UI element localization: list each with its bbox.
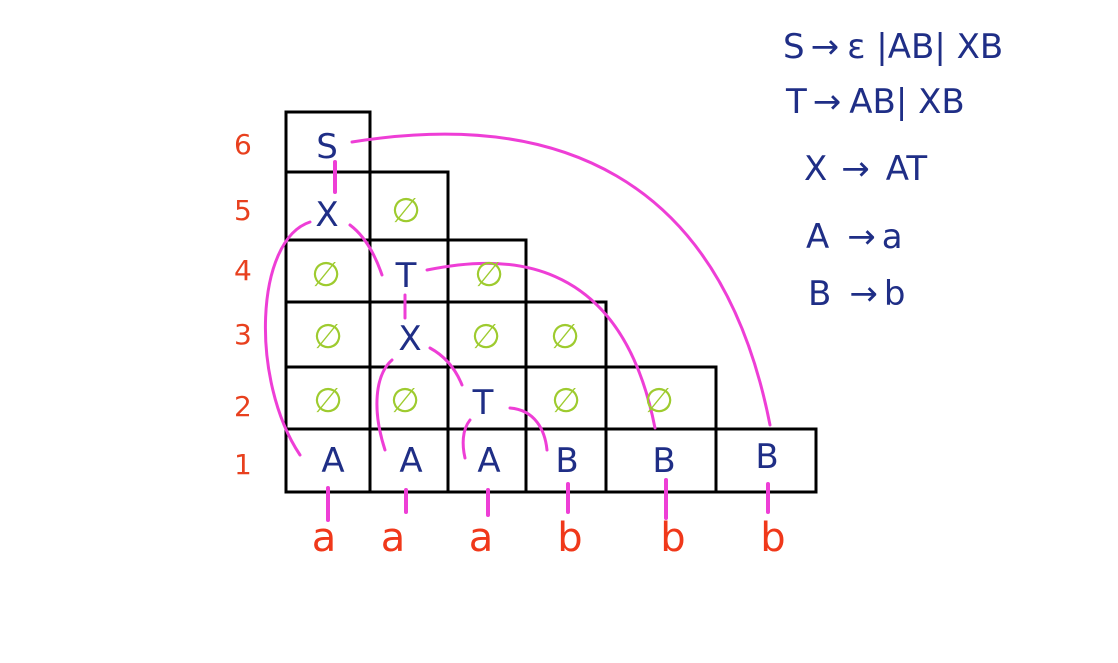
row-label-2: 2	[234, 390, 252, 423]
cell-5-1: X	[315, 195, 338, 235]
cell-3-4: ∅	[550, 317, 580, 357]
table-row-6: S	[316, 127, 338, 167]
rule-a: A→a	[806, 217, 903, 257]
input-char-1: a	[312, 515, 337, 561]
cell-5-2: ∅	[391, 191, 421, 231]
cell-1-3: A	[477, 441, 500, 481]
row-label-6: 6	[234, 128, 252, 161]
cell-1-2: A	[399, 441, 422, 481]
input-char-2: a	[381, 515, 406, 561]
cyk-table-grid	[284, 110, 818, 494]
cell-2-2: ∅	[390, 381, 420, 421]
input-char-5: b	[660, 515, 685, 561]
cell-4-1: ∅	[311, 255, 341, 295]
cell-1-5: B	[652, 441, 675, 481]
cell-4-2: T	[395, 256, 417, 296]
table-row-1: A A A B B B	[321, 437, 778, 481]
row-label-5: 5	[234, 194, 252, 227]
cell-1-4: B	[555, 441, 578, 481]
cell-3-2: X	[398, 319, 421, 359]
row-label-3: 3	[234, 318, 252, 351]
table-row-4: ∅ T ∅	[311, 255, 504, 296]
grammar-rules: S→ε |AB| XB T→AB| XB X→AT A→a B→b	[783, 27, 1003, 314]
table-row-3: ∅ X ∅ ∅	[313, 317, 580, 359]
cell-4-3: ∅	[474, 255, 504, 295]
rule-t: T→AB| XB	[785, 82, 965, 122]
rule-s: S→ε |AB| XB	[783, 27, 1003, 67]
cell-2-4: ∅	[551, 381, 581, 421]
table-row-2: ∅ ∅ T ∅ ∅	[313, 381, 674, 423]
derivation-arcs	[263, 132, 772, 460]
cell-2-5: ∅	[644, 381, 674, 421]
row-labels: 1 2 3 4 5 6	[234, 128, 252, 481]
row-label-1: 1	[234, 448, 252, 481]
cell-3-1: ∅	[313, 317, 343, 357]
row-label-4: 4	[234, 254, 252, 287]
table-row-5: X ∅	[315, 191, 420, 235]
cell-6-1: S	[316, 127, 338, 167]
input-char-4: b	[557, 515, 582, 561]
cell-1-1: A	[321, 441, 344, 481]
cell-3-3: ∅	[471, 317, 501, 357]
rule-b: B→b	[808, 274, 905, 314]
input-char-3: a	[469, 515, 494, 561]
cell-1-6: B	[755, 437, 778, 477]
cell-2-3: T	[472, 383, 494, 423]
input-string: a a a b b b	[312, 478, 786, 561]
rule-x: X→AT	[804, 149, 927, 189]
cell-2-1: ∅	[313, 381, 343, 421]
input-char-6: b	[760, 515, 785, 561]
